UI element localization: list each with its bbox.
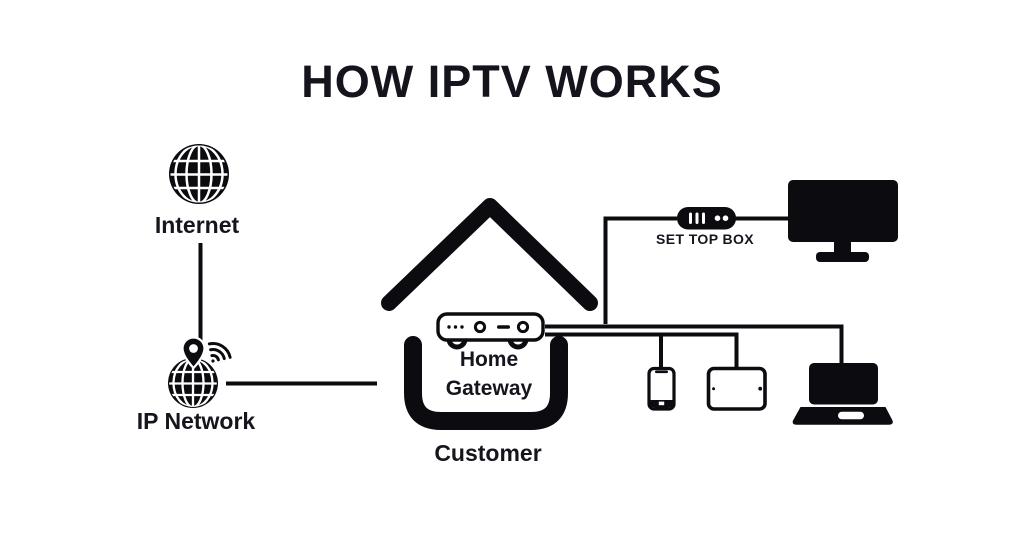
wifi-signal-icon — [207, 342, 232, 363]
location-pin-icon — [181, 336, 206, 370]
house-roof-icon — [381, 198, 598, 311]
line-gateway-to-tablet — [545, 332, 739, 368]
router-icon — [436, 312, 545, 350]
home-gateway-label-line1: Home — [459, 348, 519, 371]
internet-label: Internet — [154, 212, 240, 238]
page-title: HOW IPTV WORKS — [301, 56, 723, 107]
connection-lines — [198, 216, 844, 386]
line-gateway-to-laptop — [545, 324, 844, 365]
line-gateway-to-settopbox — [603, 216, 677, 324]
home-gateway-label-line2: Gateway — [445, 377, 533, 400]
customer-label: Customer — [434, 440, 542, 466]
set-top-box-label: SET TOP BOX — [655, 231, 755, 247]
set-top-box-icon — [677, 207, 736, 230]
tablet-icon — [706, 366, 767, 411]
laptop-icon — [792, 363, 893, 425]
home-gateway-label: Home Gateway — [421, 345, 557, 403]
ip-network-label: IP Network — [136, 408, 256, 434]
globe-icon — [169, 144, 229, 204]
smartphone-icon — [647, 366, 676, 411]
globe-pin-wifi-icon — [168, 336, 232, 408]
tv-icon — [788, 180, 898, 262]
house-walls-icon — [404, 336, 568, 430]
